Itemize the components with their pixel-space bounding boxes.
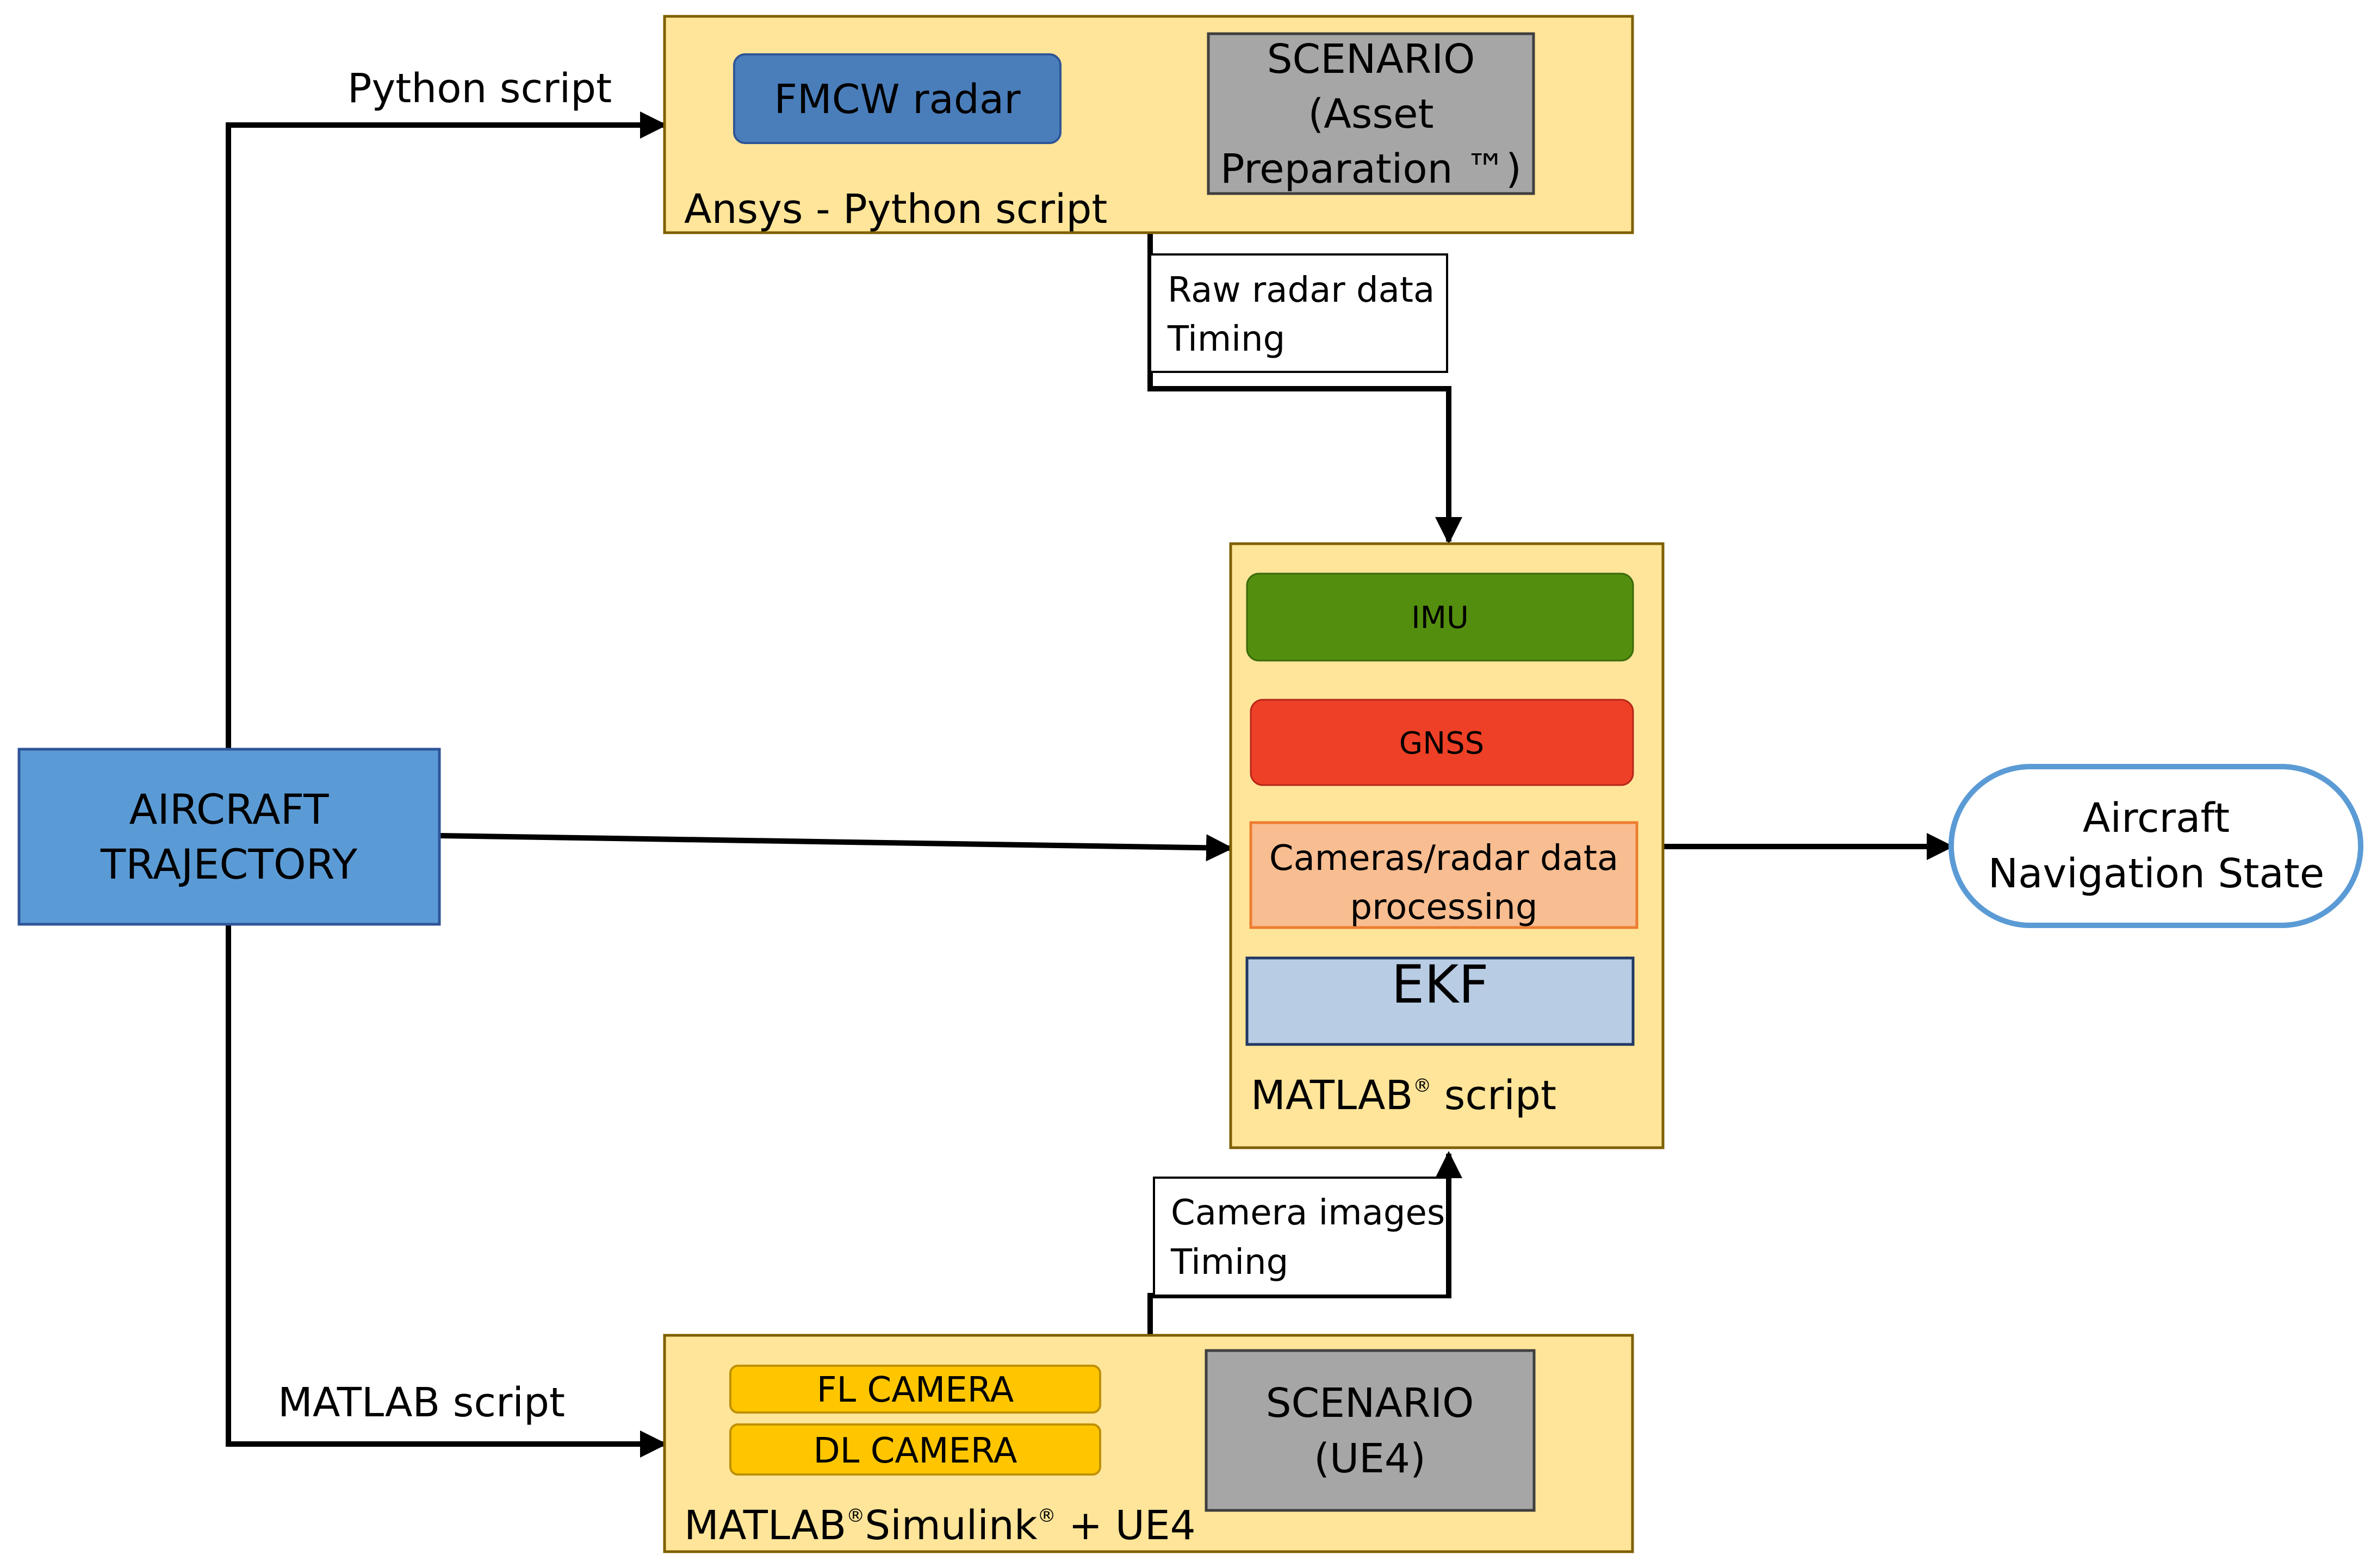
fmcw-radar-block bbox=[733, 53, 1062, 144]
aircraft-navigation-state-line2: Navigation State bbox=[1988, 850, 2325, 897]
ekf-block bbox=[1245, 956, 1635, 1046]
edge-label-matlab-script: MATLAB script bbox=[278, 1379, 565, 1426]
gnss-block bbox=[1250, 699, 1634, 786]
raw-radar-data-label-box: Raw radar data Timing bbox=[1149, 253, 1448, 373]
fl-camera-label: FL CAMERA bbox=[817, 1370, 1014, 1410]
scenario-ue4-line1: SCENARIO bbox=[1266, 1380, 1474, 1427]
simulink-container-label: MATLAB®Simulink® + UE4 bbox=[684, 1502, 1196, 1549]
scenario-asset-line3: Preparation ™) bbox=[1220, 146, 1522, 192]
ansys-container-label: Ansys - Python script bbox=[684, 186, 1107, 233]
arrow-trajectory-to-simulink bbox=[226, 924, 667, 1458]
fmcw-radar-label: FMCW radar bbox=[774, 76, 1021, 123]
aircraft-navigation-state-line1: Aircraft bbox=[2083, 795, 2230, 842]
scenario-ue4-block bbox=[1205, 1349, 1536, 1512]
dl-camera-label: DL CAMERA bbox=[813, 1431, 1017, 1471]
gnss-label: GNSS bbox=[1399, 726, 1484, 761]
camera-images-line2: Timing bbox=[1170, 1242, 1288, 1283]
camera-images-label-box: Camera images Timing bbox=[1153, 1177, 1448, 1297]
matlab-script-label: MATLAB® script bbox=[1251, 1072, 1556, 1119]
cameras-radar-processing-block bbox=[1249, 821, 1639, 929]
scenario-asset-line2: (Asset bbox=[1308, 91, 1433, 138]
fl-camera-block bbox=[729, 1365, 1101, 1414]
cameras-radar-processing-line1: Cameras/radar data bbox=[1269, 838, 1618, 879]
imu-label: IMU bbox=[1411, 600, 1469, 636]
scenario-ue4-line2: (UE4) bbox=[1314, 1435, 1426, 1482]
edge-label-python-script: Python script bbox=[347, 65, 612, 112]
aircraft-trajectory-line1: AIRCRAFT bbox=[129, 785, 329, 833]
scenario-asset-block bbox=[1207, 32, 1535, 195]
imu-block bbox=[1246, 573, 1634, 662]
camera-images-line1: Camera images bbox=[1171, 1193, 1445, 1233]
cameras-radar-processing-line2: processing bbox=[1350, 887, 1538, 928]
aircraft-trajectory-block: AIRCRAFT TRAJECTORY bbox=[17, 748, 441, 926]
aircraft-navigation-state-block: Aircraft Navigation State bbox=[1948, 764, 2363, 928]
aircraft-trajectory-line2: TRAJECTORY bbox=[100, 840, 358, 888]
matlab-simulink-container: FL CAMERA DL CAMERA SCENARIO (UE4) MATLA… bbox=[663, 1334, 1634, 1553]
dl-camera-block bbox=[729, 1423, 1101, 1476]
raw-radar-data-line1: Raw radar data bbox=[1168, 270, 1435, 310]
ekf-label: EKF bbox=[1392, 954, 1489, 1015]
arrow-trajectory-to-matlab bbox=[439, 833, 1233, 862]
ansys-python-container: FMCW radar SCENARIO (Asset Preparation ™… bbox=[663, 15, 1634, 234]
matlab-processing-container: IMU GNSS Cameras/radar data processing E… bbox=[1229, 542, 1665, 1149]
arrow-trajectory-to-ansys bbox=[226, 111, 667, 749]
scenario-asset-line1: SCENARIO bbox=[1267, 36, 1475, 83]
raw-radar-data-line2: Timing bbox=[1167, 319, 1285, 359]
